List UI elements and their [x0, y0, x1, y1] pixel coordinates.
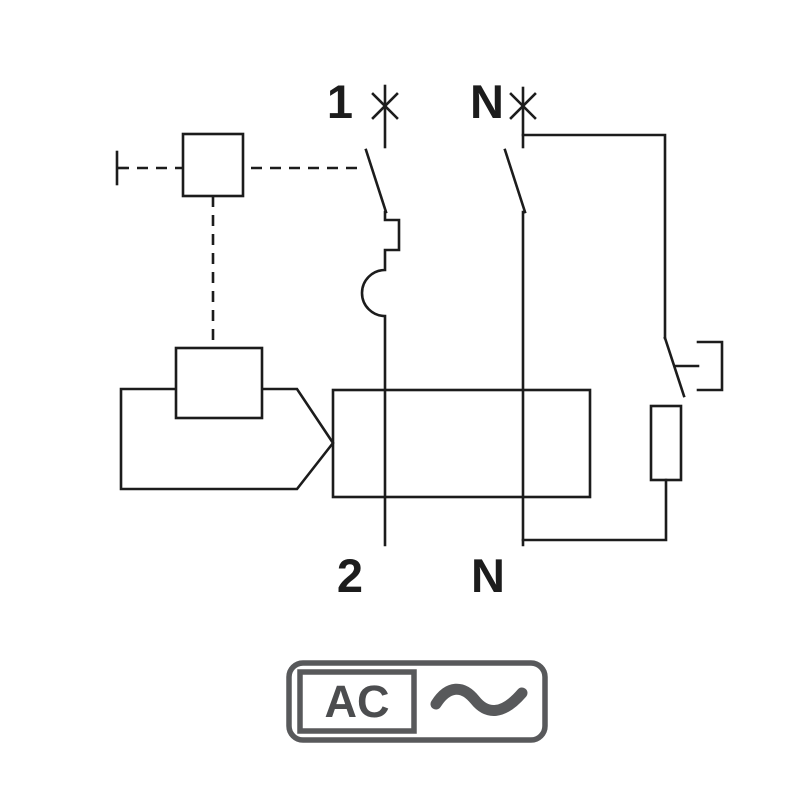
relay-coil-box	[174, 346, 264, 420]
terminal-label-neutral-out: N	[471, 549, 505, 602]
push-button-icon	[696, 340, 724, 392]
terminal-label-line-out: 2	[337, 549, 363, 602]
terminal-cross-icon-pole1	[371, 92, 399, 120]
badge-ac-box	[297, 669, 417, 734]
terminal-cross-icon-neutral	[509, 92, 537, 120]
test-branch-upper-wire	[521, 133, 667, 340]
trip-relay-symbol	[119, 387, 335, 491]
test-resistor	[649, 404, 683, 482]
badge-ac-label: AC	[325, 676, 390, 727]
neutral-switch-blade	[503, 148, 527, 214]
pole1-switch-blade	[364, 148, 388, 214]
test-branch-lower-wire	[521, 478, 668, 542]
type-ac-badge: AC	[286, 660, 548, 743]
test-contact-blade	[663, 336, 686, 398]
pole1-lower-conductor-with-latch-and-coil	[360, 210, 401, 547]
terminal-label-neutral-in: N	[470, 75, 504, 128]
sine-wave-icon	[430, 683, 528, 716]
test-button-box	[181, 132, 245, 198]
terminal-label-line-in: 1	[327, 75, 353, 128]
current-transformer-block	[331, 388, 592, 499]
